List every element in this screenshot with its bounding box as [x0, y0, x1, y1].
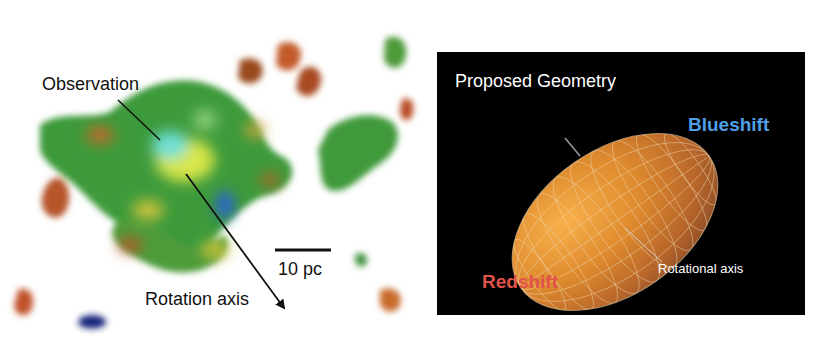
scale-bar: [275, 249, 331, 252]
observation-map: [14, 37, 413, 329]
leader-line: [118, 100, 160, 140]
scale-label: 10 pc: [278, 259, 322, 280]
blueshift-label: Blueshift: [688, 114, 769, 136]
leader-line: [625, 228, 662, 262]
axis-label: Rotational axis: [658, 262, 743, 277]
rotation-axis-arrow: [186, 174, 284, 308]
redshift-label: Redshift: [482, 271, 558, 293]
axis-line: [565, 138, 580, 156]
axis-label: Rotation axis: [145, 289, 249, 310]
callout-label: Observation: [42, 74, 139, 95]
panel-title: Proposed Geometry: [455, 71, 616, 92]
